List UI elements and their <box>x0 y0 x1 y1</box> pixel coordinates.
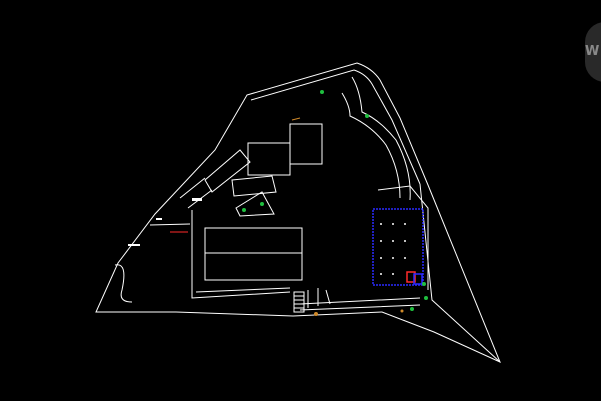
east-building-outline <box>377 185 429 290</box>
site-boundary-outline <box>95 62 501 363</box>
column-dot <box>392 223 394 225</box>
color-details <box>170 90 428 316</box>
red-block <box>406 271 416 283</box>
column-dot <box>404 223 406 225</box>
triangular-hall <box>235 191 275 217</box>
blue-grid-hall <box>372 208 424 286</box>
misc-details <box>128 198 202 246</box>
blue-block <box>413 273 423 285</box>
inner-road-south <box>195 287 291 293</box>
orange-marker <box>400 309 404 313</box>
watermark-circle <box>585 22 601 82</box>
column-dot <box>380 273 382 275</box>
site-boundary-inner-line <box>250 69 421 185</box>
parking-lot-lower <box>204 252 303 281</box>
inner-road-west <box>191 210 291 299</box>
central-block-c <box>231 175 277 197</box>
east-diagonal-edge <box>419 183 501 363</box>
curved-road-inner-edge <box>341 92 401 199</box>
green-tree <box>260 202 264 206</box>
green-tree <box>424 296 428 300</box>
column-dot <box>404 257 406 259</box>
blue-hall-outline <box>372 208 424 286</box>
watermark-logo-icon: W <box>585 22 601 82</box>
orange-marker <box>314 312 318 316</box>
green-tree <box>320 90 324 94</box>
western-curved-path <box>114 264 133 303</box>
green-tree <box>410 307 414 311</box>
column-dot <box>404 240 406 242</box>
small-mark <box>156 218 162 220</box>
green-tree <box>422 282 426 286</box>
column-dot <box>392 240 394 242</box>
column-dot <box>380 240 382 242</box>
column-dot <box>380 223 382 225</box>
column-dot <box>380 257 382 259</box>
small-mark <box>192 198 202 201</box>
south-frontage-line <box>299 297 421 311</box>
green-tree <box>242 208 246 212</box>
stair-block <box>293 291 305 313</box>
column-dot <box>392 257 394 259</box>
curved-road-edge <box>351 76 411 201</box>
column-dot <box>392 273 394 275</box>
small-mark <box>128 244 140 246</box>
central-block-b <box>289 123 323 165</box>
green-tree <box>365 114 369 118</box>
watermark-text: W <box>585 44 600 59</box>
orange-road-line <box>291 117 301 121</box>
south-gate-posts <box>307 288 331 308</box>
left-building-strip <box>204 149 251 193</box>
